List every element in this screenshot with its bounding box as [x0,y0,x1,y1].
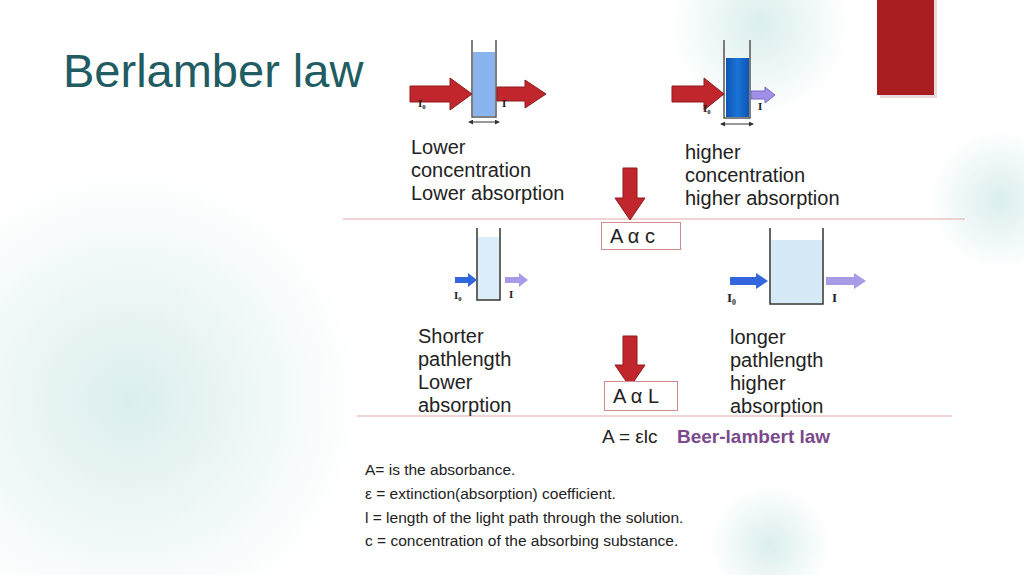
caption-text: longer pathlength higher absorption [730,326,860,418]
background-blob [710,485,830,575]
accent-bar [877,0,934,95]
solution [478,237,499,299]
cuvette [724,40,750,118]
definition-note: A= is the absorbance. [365,461,845,479]
intensity-label: I [502,97,506,110]
intensity-label: I₀ [418,97,426,110]
cuvette [472,40,496,117]
definition-note: c = concentration of the absorbing subst… [365,532,845,550]
width-marker [469,122,499,123]
background-blob [0,170,360,575]
down-arrow [615,168,645,220]
formula-box: A α c [601,222,681,250]
intensity-label: I₀ [703,102,711,115]
divider-line [343,218,965,219]
down-arrow [615,336,645,387]
background-blob [670,0,850,115]
caption-text: Lower concentration Lower absorption [411,136,576,205]
background-blob [930,130,1024,270]
light-arrow [730,273,768,289]
intensity-label: I₀ [727,290,736,306]
intensity-label: I [758,100,762,113]
formula-box: A α L [604,381,678,411]
formula-text: A α c [610,225,655,248]
cuvette [770,228,823,304]
caption-text: higher concentration higher absorption [685,141,850,210]
equation: A = εlc [602,426,657,448]
definition-note: ε = extinction(absorption) coefficient. [365,485,845,503]
light-arrow [751,87,775,103]
solution [473,52,495,116]
cuvette [477,228,500,300]
light-arrow [455,273,477,287]
light-arrow [410,78,472,110]
law-name: Beer-lambert law [677,426,830,448]
solution [726,58,749,117]
intensity-label: I₀ [454,289,462,302]
intensity-label: I [509,288,513,301]
light-arrow [505,273,528,287]
width-marker [721,124,753,125]
definition-note: l = length of the light path through the… [365,509,845,527]
caption-text: Shorter pathlength Lower absorption [418,325,548,417]
light-arrow [826,273,866,289]
slide-title: Berlamber law [63,47,363,94]
solution [771,240,822,303]
intensity-label: I [832,290,837,306]
formula-text: A α L [613,385,659,408]
light-arrow [672,78,724,110]
